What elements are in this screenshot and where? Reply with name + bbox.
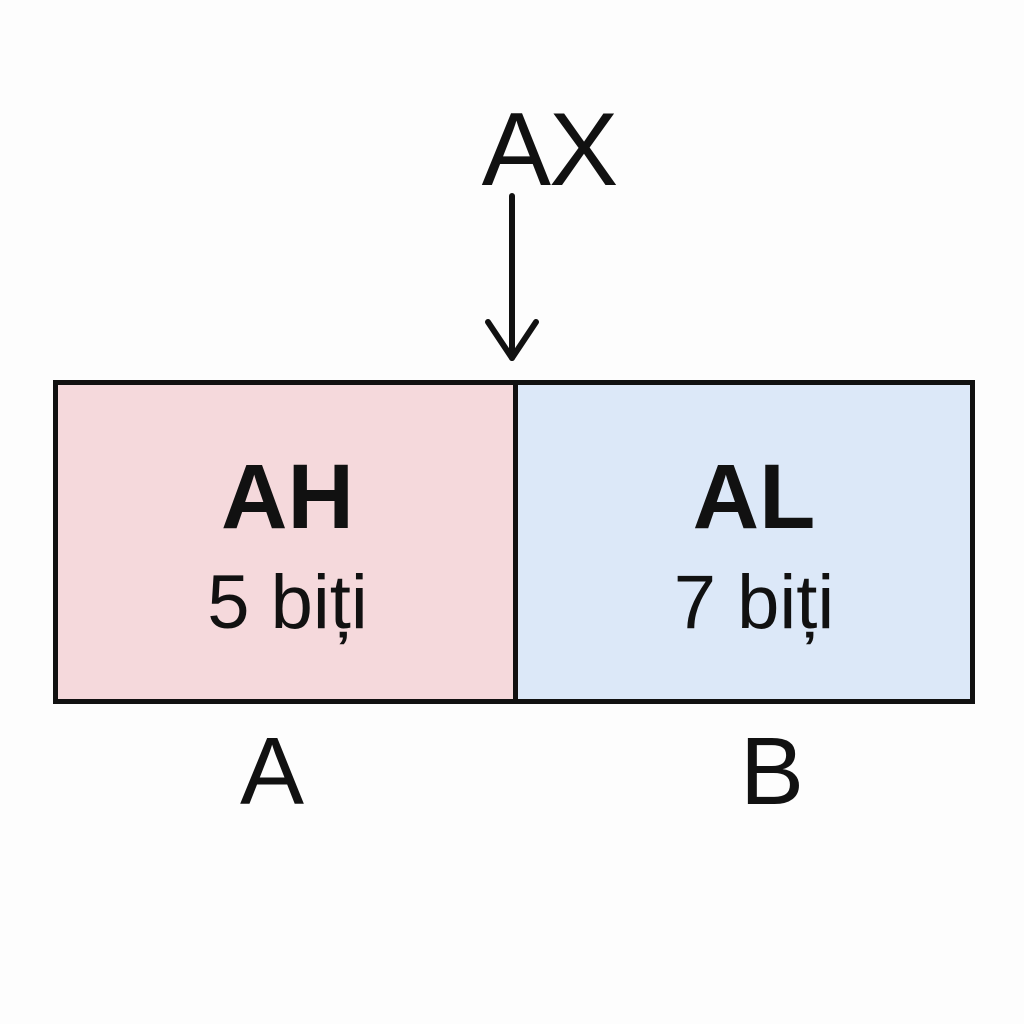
- register-al-label: AL: [692, 446, 816, 548]
- register-high-half: AH 5 biți: [58, 385, 518, 699]
- down-arrow-icon: [485, 193, 539, 361]
- bottom-label-a: A: [239, 718, 305, 825]
- register-ah-bit-count: 5 biți: [207, 560, 368, 645]
- register-ax-label: AX: [481, 92, 619, 208]
- register-low-half: AL 7 biți: [518, 385, 970, 699]
- register-box: AH 5 biți AL 7 biți: [53, 380, 975, 704]
- bottom-label-b: B: [739, 718, 805, 825]
- register-al-bit-count: 7 biți: [673, 560, 835, 645]
- register-ah-label: AH: [221, 446, 354, 548]
